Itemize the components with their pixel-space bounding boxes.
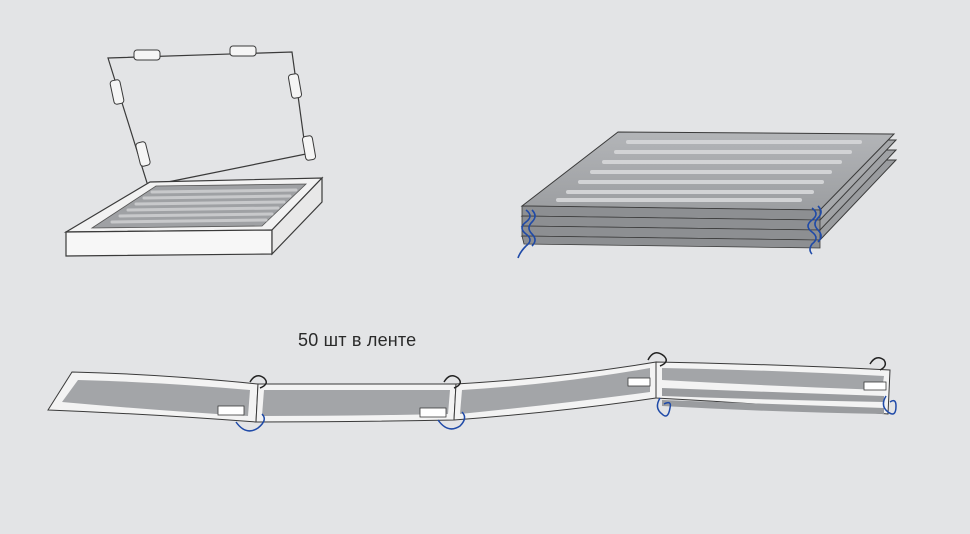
open-box-icon (63, 45, 324, 257)
stacked-panels-icon (517, 131, 898, 259)
caption-label: 50 шт в ленте (298, 330, 417, 350)
wire-loop-icon (235, 352, 897, 432)
panel-tape-icon (47, 352, 897, 432)
